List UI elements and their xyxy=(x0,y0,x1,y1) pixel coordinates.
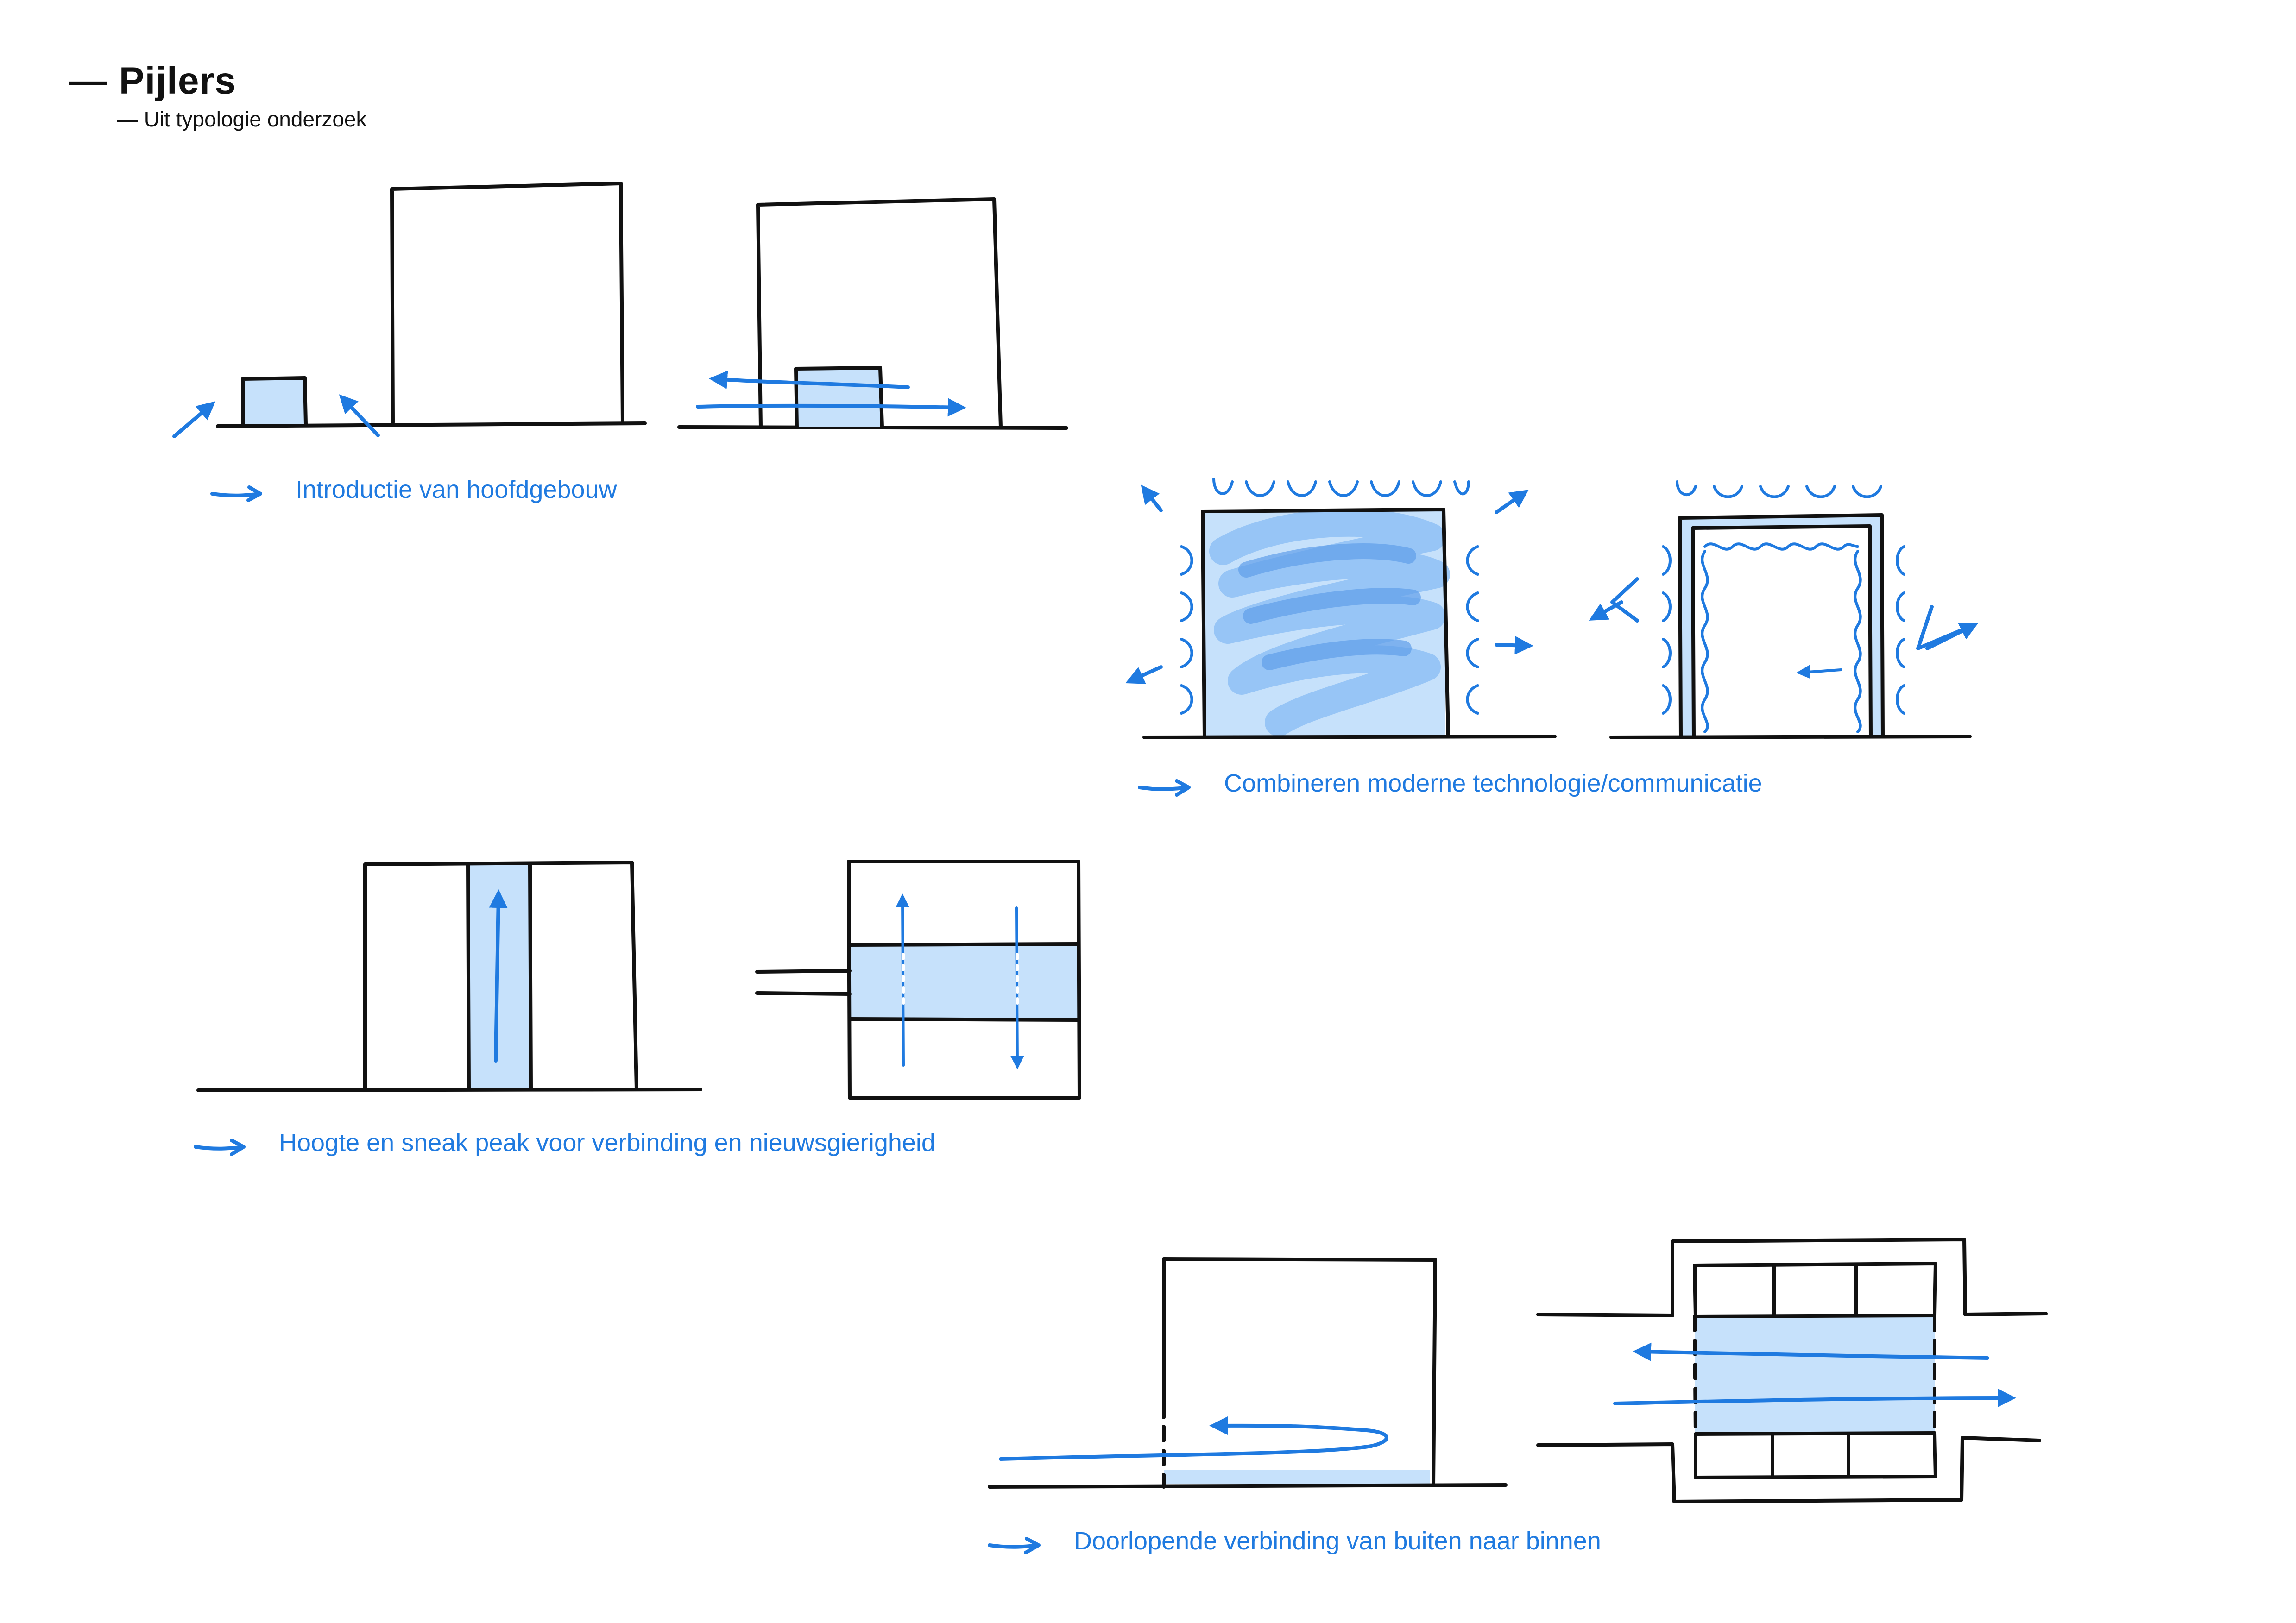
page-title: — Pijlers xyxy=(69,60,236,102)
sketch-1b-passage xyxy=(677,197,1068,430)
page-subtitle: — Uit typologie onderzoek xyxy=(117,107,367,131)
sketch-2b-double-wall xyxy=(1589,480,1979,739)
sketch-4a-continuous-path xyxy=(988,1257,1508,1489)
arrow-right-icon xyxy=(194,1139,246,1156)
arrow-right-icon xyxy=(1138,779,1191,797)
caption-hoogte: Hoogte en sneak peak voor verbinding en … xyxy=(279,1129,935,1157)
sketch-2a-tech-facade xyxy=(1125,478,1557,739)
sketch-4b-plan-two-way xyxy=(1536,1238,2048,1503)
arrow-right-icon xyxy=(210,485,262,502)
caption-doorlopende: Doorlopende verbinding van buiten naar b… xyxy=(1074,1527,1601,1555)
caption-combineren: Combineren moderne technologie/communica… xyxy=(1224,769,1762,797)
sketch-1a-intro xyxy=(172,182,647,438)
sketch-3a-vertical-void xyxy=(196,861,702,1092)
caption-markers xyxy=(194,485,1191,1554)
arrow-right-icon xyxy=(988,1537,1041,1554)
sketch-3b-plan-band xyxy=(755,860,1081,1100)
caption-introductie: Introductie van hoofdgebouw xyxy=(296,476,617,503)
